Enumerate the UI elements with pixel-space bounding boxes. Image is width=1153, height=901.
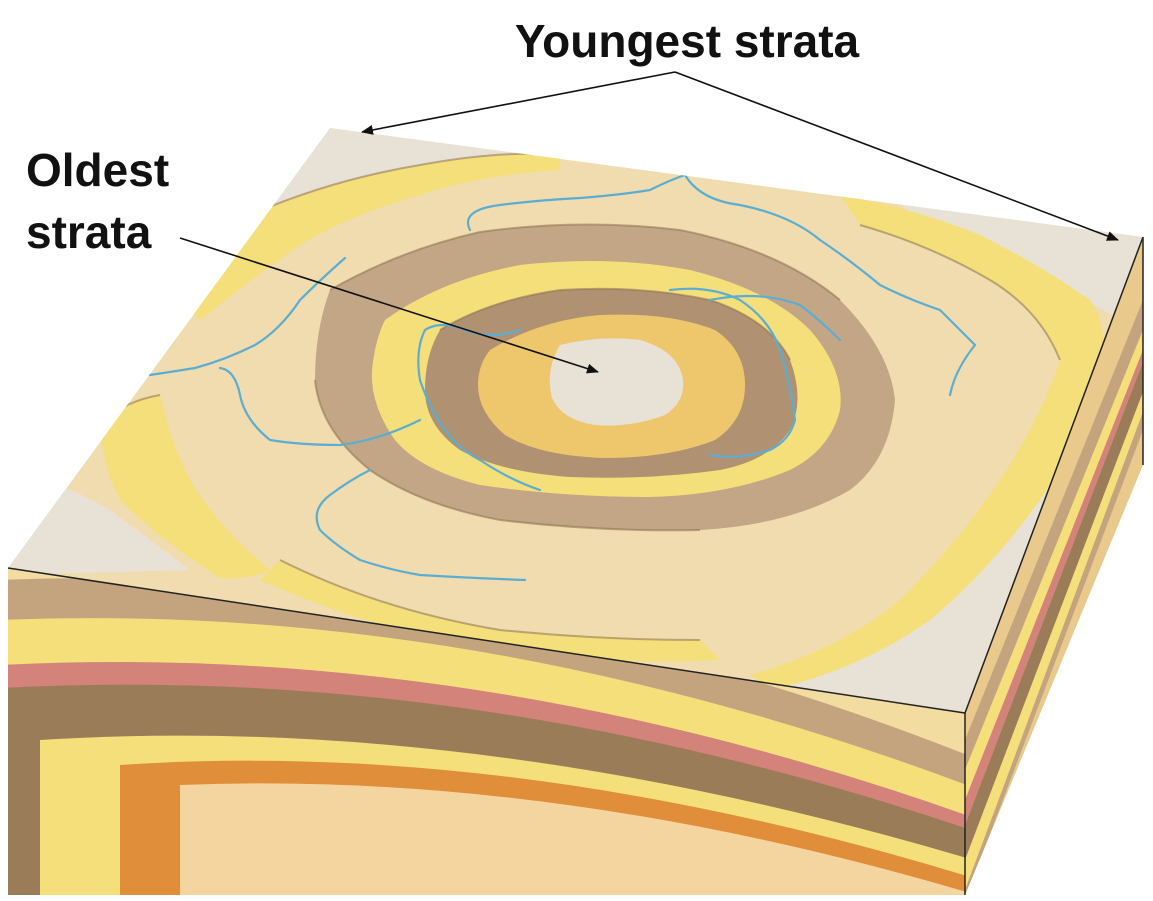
oldest-strata-label-line2: strata — [26, 206, 152, 258]
youngest-strata-label: Youngest strata — [515, 15, 860, 67]
oldest-core — [550, 338, 683, 425]
oldest-strata-label-line1: Oldest — [26, 144, 169, 196]
arrow-youngest-left — [362, 72, 675, 132]
